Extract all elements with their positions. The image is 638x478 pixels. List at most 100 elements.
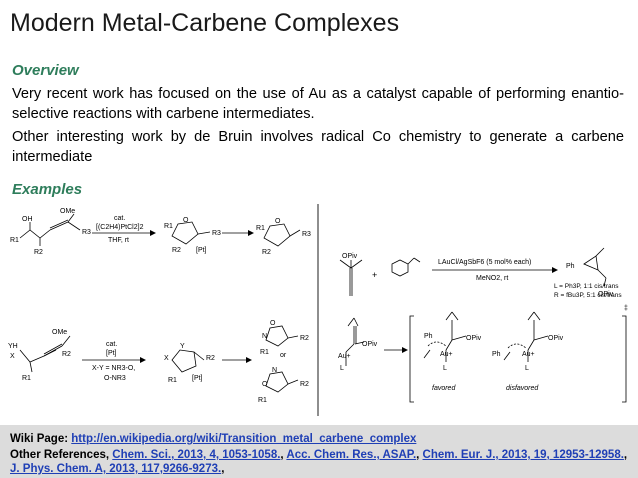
scheme3-propargyl-ester: OPiv — [339, 253, 363, 296]
s1-reagent-cond: THF, rt — [108, 237, 129, 244]
ref-link-acc-chem-res[interactable]: Acc. Chem. Res., ASAP. — [286, 449, 417, 461]
s1-prod-r3-label: R3 — [302, 231, 311, 238]
s1-int-r3-label: R3 — [212, 230, 221, 237]
ts-favored: Ph OPiv Au+ L favored — [423, 311, 482, 392]
ref-separator: , — [280, 449, 287, 461]
wiki-link[interactable]: http://en.wikipedia.org/wiki/Transition_… — [71, 433, 417, 445]
scheme1-product: O R1 R2 R3 — [256, 218, 311, 256]
s1-oh-label: OH — [22, 216, 33, 223]
s2-pb-r1-label: R1 — [258, 397, 267, 404]
overview-heading: Overview — [12, 62, 79, 79]
s1-r2-label: R2 — [34, 249, 43, 256]
ts2-ph-label: Ph — [492, 351, 501, 358]
ref-separator: , — [623, 449, 628, 461]
s2-reagent-xy: X-Y = NR3-O, — [92, 365, 135, 372]
s2-int-x-label: X — [164, 355, 169, 362]
ref-link-chem-sci[interactable]: Chem. Sci., 2013, 4, 1053-1058. — [112, 449, 281, 461]
ts1-favored-label: favored — [432, 385, 456, 392]
s2-reagent-catalyst: [Pt] — [106, 350, 117, 357]
scheme1-substrate: OH OMe R1 R2 R3 — [10, 208, 91, 256]
scheme2-substrate: OMe YH X R1 R2 — [8, 329, 71, 382]
s2-int-r1-label: R1 — [168, 377, 177, 384]
s2-yh-label: YH — [8, 343, 18, 350]
ref-trailing-comma: , — [221, 463, 225, 475]
s2-pa-r2-label: R2 — [300, 335, 309, 342]
scheme1-intermediate: O R1 R2 R3 [Pt] — [164, 217, 221, 254]
s1-reagent-catalyst: [(C2H4)PtCl2]2 — [96, 224, 144, 231]
s3-dagger: ‡ — [624, 305, 628, 312]
s3-ph-label: Ph — [566, 263, 575, 270]
s2-pa-r1-label: R1 — [260, 349, 269, 356]
s3-selectivity-1: L = Ph3P, 1:1 cis/trans — [554, 283, 619, 290]
references-footer: Wiki Page: http://en.wikipedia.org/wiki/… — [0, 425, 638, 478]
s2-int-pt-label: [Pt] — [192, 375, 203, 382]
scheme-1: OH OMe R1 R2 R3 cat. [(C2H4)PtCl2]2 THF,… — [10, 208, 311, 256]
scheme2-intermediate: X Y R1 R2 [Pt] — [164, 343, 215, 384]
s3-int-au-label: Au+ — [338, 353, 351, 360]
s3-catalyst-label: LAuCl/AgSbF6 (5 mol% each) — [438, 259, 531, 266]
ref-separator: , — [416, 449, 423, 461]
overview-paragraph-2: Other interesting work by de Bruin invol… — [12, 129, 624, 165]
examples-heading: Examples — [12, 181, 83, 198]
ts1-au-label: Au+ — [440, 351, 453, 358]
s2-pa-o-label: O — [270, 320, 276, 327]
s2-r2-label: R2 — [62, 351, 71, 358]
s3-plus-label: + — [372, 270, 377, 280]
s2-x-label: X — [10, 353, 15, 360]
scheme3-product: Ph OPiv — [566, 247, 614, 298]
s1-r1-label: R1 — [10, 237, 19, 244]
references-line: Other References, Chem. Sci., 2013, 4, 1… — [10, 449, 627, 461]
ts-disfavored: Ph OPiv Au+ L disfavored — [492, 311, 564, 392]
ts2-au-label: Au+ — [522, 351, 535, 358]
s1-reagent-cat: cat. — [114, 215, 125, 222]
scheme3-transition-states: Ph OPiv Au+ L favored Ph OPiv Au+ L disf… — [409, 311, 627, 403]
s1-int-o-label: O — [183, 217, 189, 224]
scheme2-product-b: O N R1 R2 — [258, 367, 309, 404]
s2-ome-label: OMe — [52, 329, 67, 336]
s2-pb-o-label: O — [262, 381, 268, 388]
s1-prod-r1-label: R1 — [256, 225, 265, 232]
slide-title: Modern Metal-Carbene Complexes — [10, 9, 400, 37]
s1-prod-o-label: O — [275, 218, 281, 225]
s3-int-opiv-label: OPiv — [362, 341, 378, 348]
s1-r3-label: R3 — [82, 229, 91, 236]
scheme-3: OPiv + LAuCl/AgSbF6 (5 mol% each) MeNO2,… — [338, 247, 628, 403]
s2-reagent-cat: cat. — [106, 341, 117, 348]
ts1-opiv-label: OPiv — [466, 335, 482, 342]
ts1-l-label: L — [443, 365, 447, 372]
s1-int-pt-label: [Pt] — [196, 247, 207, 254]
wiki-label: Wiki Page: — [10, 433, 69, 445]
scheme3-styrene — [391, 257, 421, 277]
s3-int-l-label: L — [340, 365, 344, 372]
ref-link-j-phys-chem-a[interactable]: J. Phys. Chem. A, 2013, 117,9266-9273. — [10, 463, 222, 475]
scheme-2: OMe YH X R1 R2 cat. [Pt] X-Y = NR3-O, O-… — [8, 320, 309, 404]
s2-int-r2-label: R2 — [206, 355, 215, 362]
s3-prod-opiv-label: OPiv — [598, 291, 614, 298]
s1-ome-label: OMe — [60, 208, 75, 215]
ts2-disfavored-label: disfavored — [506, 385, 539, 392]
scheme2-product-a: N O R1 R2 — [260, 320, 309, 356]
s2-pa-n-label: N — [262, 333, 267, 340]
refs-label: Other References, — [10, 449, 110, 461]
s3-opiv-label: OPiv — [342, 253, 358, 260]
s1-int-r1-label: R1 — [164, 223, 173, 230]
reaction-schemes: OH OMe R1 R2 R3 cat. [(C2H4)PtCl2]2 THF,… — [8, 204, 628, 416]
ts1-ph-label: Ph — [424, 333, 433, 340]
s2-r1-label: R1 — [22, 375, 31, 382]
wiki-line: Wiki Page: http://en.wikipedia.org/wiki/… — [10, 433, 416, 445]
s2-pb-n-label: N — [272, 367, 277, 374]
overview-paragraph-1: Very recent work has focused on the use … — [12, 86, 624, 122]
s3-selectivity-2: R = fBu3P, 5:1 cis/trans — [554, 292, 622, 299]
references-line-2: J. Phys. Chem. A, 2013, 117,9266-9273., — [10, 463, 224, 475]
s3-cond-label: MeNO2, rt — [476, 275, 508, 282]
s2-reagent-xy2: O-NR3 — [104, 375, 126, 382]
ts2-opiv-label: OPiv — [548, 335, 564, 342]
s2-or-label: or — [280, 352, 287, 359]
s1-int-r2-label: R2 — [172, 247, 181, 254]
s2-pb-r2-label: R2 — [300, 381, 309, 388]
ref-link-chem-eur-j[interactable]: Chem. Eur. J., 2013, 19, 12953-12958. — [422, 449, 624, 461]
s2-int-y-label: Y — [180, 343, 185, 350]
s1-prod-r2-label: R2 — [262, 249, 271, 256]
ts2-l-label: L — [525, 365, 529, 372]
scheme3-au-vinyl: OPiv Au+ L — [338, 317, 378, 372]
